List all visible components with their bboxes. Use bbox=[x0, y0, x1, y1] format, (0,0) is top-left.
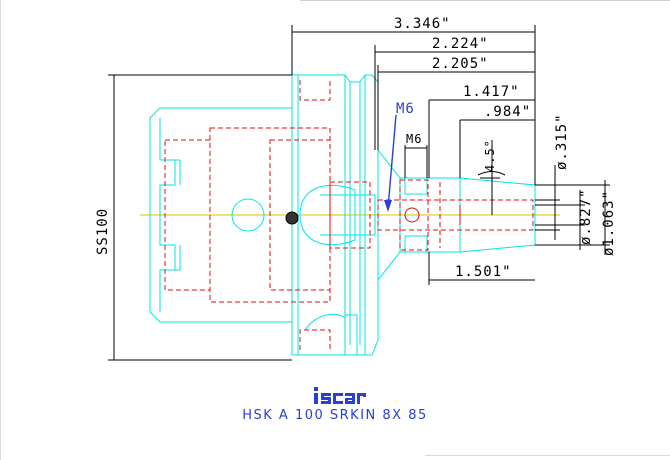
iscar-logo-mark bbox=[314, 387, 366, 404]
m6-callout-label: M6 bbox=[396, 101, 415, 117]
dim-dia-tip: ø.315" bbox=[554, 113, 570, 170]
frame-top-line bbox=[300, 0, 670, 1]
dim-length-5: .984" bbox=[484, 104, 531, 120]
dim-length-2: 2.224" bbox=[432, 36, 489, 52]
iscar-logo bbox=[312, 386, 368, 411]
tool-body-outline bbox=[292, 74, 379, 356]
dim-length-3: 2.205" bbox=[432, 56, 489, 72]
dim-thread-small: M6 bbox=[406, 132, 422, 146]
center-mark bbox=[285, 211, 299, 225]
dim-length-4: 1.417" bbox=[463, 84, 520, 100]
dim-angle: 4.5° bbox=[483, 139, 497, 172]
dimension-lines bbox=[108, 25, 610, 361]
hidden-lines bbox=[164, 80, 534, 350]
dim-shank-height: SS100 bbox=[95, 208, 111, 255]
dim-overall-length: 3.346" bbox=[394, 16, 451, 32]
frame-left-line bbox=[0, 0, 1, 460]
frame-bottom-line bbox=[425, 455, 670, 456]
model-caption: HSK A 100 SRKIN 8X 85 bbox=[242, 408, 428, 423]
dim-dia-nose: ø1.063" bbox=[601, 190, 617, 256]
m6-callout-arrow bbox=[384, 114, 397, 212]
dim-nose-length: 1.501" bbox=[455, 264, 512, 280]
dim-dia-bore: ø.827" bbox=[578, 188, 594, 245]
